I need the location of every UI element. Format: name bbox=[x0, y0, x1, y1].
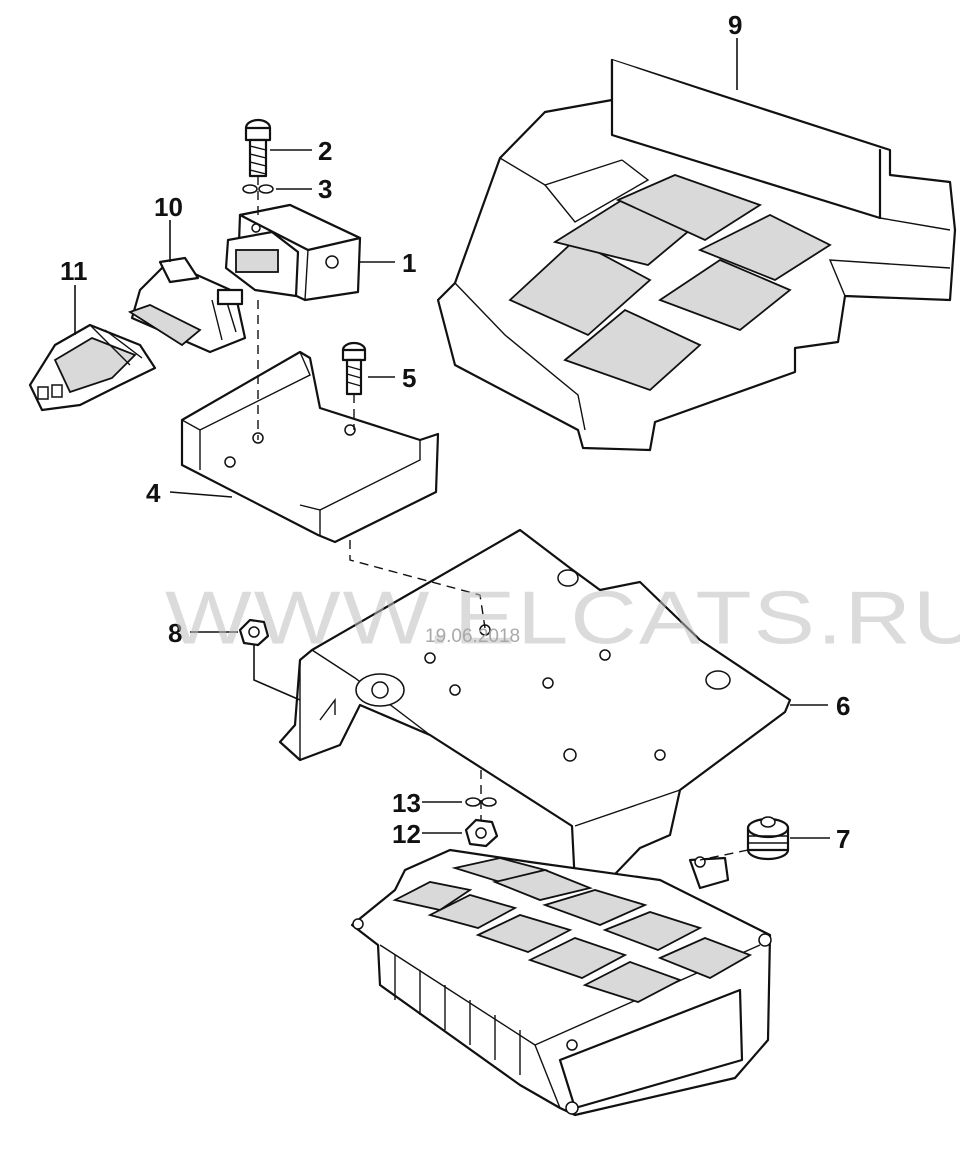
callout-12: 12 bbox=[392, 819, 421, 849]
watermark: WWW.ELCATS.RU bbox=[165, 576, 960, 660]
part-12-nut[interactable] bbox=[464, 818, 499, 848]
part-9-cover-tray[interactable] bbox=[436, 58, 957, 452]
assembly-lines bbox=[253, 176, 749, 861]
callout-7: 7 bbox=[836, 824, 850, 854]
part-11-rubber-boot[interactable] bbox=[28, 323, 157, 412]
part-6-bracket[interactable] bbox=[278, 528, 792, 897]
callout-13: 13 bbox=[392, 788, 421, 818]
part-2-bolt[interactable] bbox=[244, 118, 272, 178]
part-7-rubber-mount[interactable] bbox=[746, 816, 790, 861]
callout-4: 4 bbox=[146, 478, 161, 508]
part-5-bolt[interactable] bbox=[341, 341, 367, 396]
part-13-washers[interactable] bbox=[465, 797, 497, 807]
callout-2: 2 bbox=[318, 136, 332, 166]
leader-lines bbox=[74, 38, 830, 839]
callout-11: 11 bbox=[60, 256, 88, 286]
part-1-ignition-module[interactable] bbox=[224, 203, 362, 302]
part-4-mounting-plate[interactable] bbox=[180, 350, 440, 544]
callout-3: 3 bbox=[318, 174, 332, 204]
part-10-connector-housing[interactable] bbox=[127, 256, 247, 354]
callout-10: 10 bbox=[154, 192, 183, 222]
part-8-nut[interactable] bbox=[238, 618, 270, 647]
control-unit-housing bbox=[350, 848, 772, 1117]
callout-5: 5 bbox=[402, 363, 416, 393]
callout-8: 8 bbox=[168, 618, 182, 648]
callout-1: 1 bbox=[402, 248, 416, 278]
callout-6: 6 bbox=[836, 691, 850, 721]
callout-labels: 1 2 3 4 5 6 7 8 9 10 11 12 13 bbox=[60, 10, 850, 854]
part-3-washers[interactable] bbox=[242, 184, 274, 194]
date-stamp: 19.06.2018 bbox=[425, 626, 520, 647]
callout-9: 9 bbox=[728, 10, 742, 40]
